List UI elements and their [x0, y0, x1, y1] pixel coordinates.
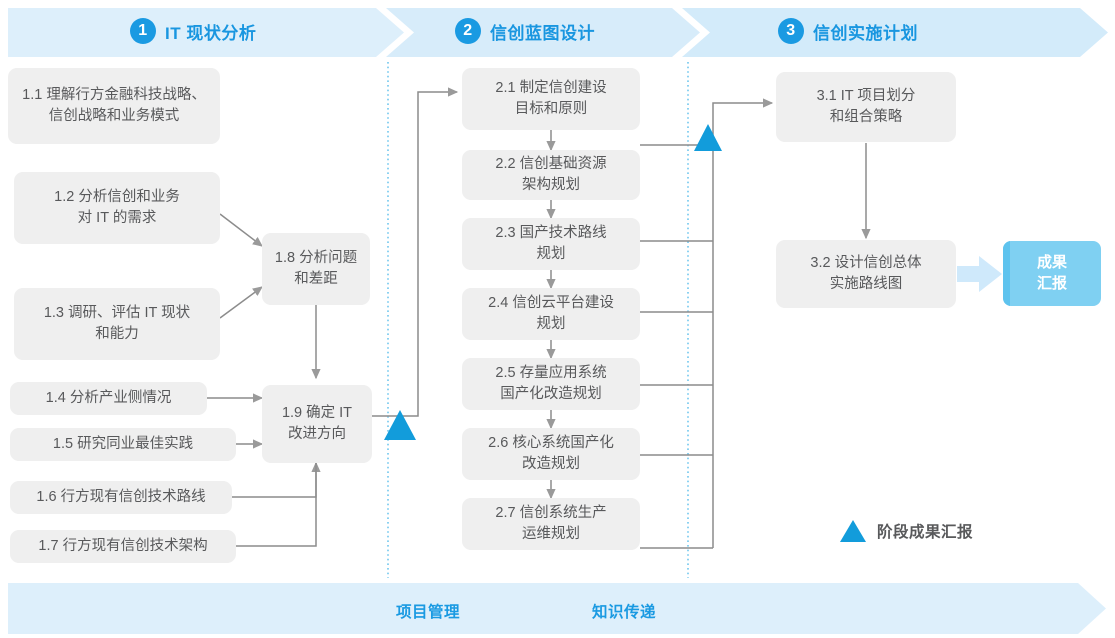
- node-2-4[interactable]: 2.4 信创云平台建设 规划: [462, 288, 640, 340]
- node-1-3[interactable]: 1.3 调研、评估 IT 现状 和能力: [14, 288, 220, 360]
- node-1-7[interactable]: 1.7 行方现有信创技术架构: [10, 530, 236, 563]
- edge-1_7-to-1_9: [236, 463, 317, 547]
- node-2-5[interactable]: 2.5 存量应用系统 国产化改造规划: [462, 358, 640, 410]
- bottom-band: [8, 583, 1106, 634]
- node-line: 架构规划: [522, 177, 580, 193]
- edge-1_6-to-1_9: [232, 461, 321, 498]
- phase-number-badge: 3: [778, 18, 804, 44]
- node-line: 1.9 确定 IT: [281, 404, 353, 421]
- node-2-3[interactable]: 2.3 国产技术路线 规划: [462, 218, 640, 270]
- phase-header-2: 2 信创蓝图设计: [455, 18, 595, 44]
- node-1-6[interactable]: 1.6 行方现有信创技术路线: [10, 481, 232, 514]
- node-line: 和差距: [294, 271, 338, 287]
- node-line: 和能力: [95, 326, 139, 342]
- band-label-knowledge-transfer: 知识传递: [592, 604, 657, 621]
- node-1-2[interactable]: 1.2 分析信创和业务 对 IT 的需求: [14, 172, 220, 244]
- node-3-2[interactable]: 3.2 设计信创总体 实施路线图: [776, 240, 956, 308]
- legend: 阶段成果汇报: [840, 520, 973, 542]
- node-line: 1.3 调研、评估 IT 现状: [43, 304, 191, 321]
- node-1-1[interactable]: 1.1 理解行方金融科技战略、 信创战略和业务模式: [8, 68, 220, 144]
- node-line: 1.8 分析问题: [274, 249, 358, 266]
- node-line: 2.4 信创云平台建设: [488, 294, 614, 311]
- node-line: 1.5 研究同业最佳实践: [52, 435, 194, 452]
- node-line: 改造规划: [522, 456, 580, 472]
- phase-title: 信创蓝图设计: [490, 23, 595, 43]
- phase-header-3: 3 信创实施计划: [778, 18, 918, 44]
- node-line: 1.7 行方现有信创技术架构: [38, 537, 208, 554]
- legend-label: 阶段成果汇报: [877, 524, 974, 541]
- node-line: 信创战略和业务模式: [48, 108, 180, 124]
- edge-1_3-to-1_8: [219, 286, 263, 319]
- node-1-4[interactable]: 1.4 分析产业侧情况: [10, 382, 207, 415]
- phase-title: IT 现状分析: [165, 23, 257, 43]
- phase-number-badge: 1: [130, 18, 156, 44]
- edge-1_2-to-1_8: [219, 213, 263, 247]
- phase-number-badge: 2: [455, 18, 481, 44]
- phase-header-1: 1 IT 现状分析: [130, 18, 256, 44]
- node-line: 3.1 IT 项目划分: [816, 87, 916, 104]
- node-line: 2.5 存量应用系统: [495, 364, 607, 381]
- result-box-edge: [1003, 241, 1010, 306]
- node-line: 3.2 设计信创总体: [810, 254, 922, 271]
- node-line: 对 IT 的需求: [77, 210, 157, 226]
- triangle-up-icon: [840, 520, 866, 542]
- edge-3_2-to-result: [957, 256, 1002, 292]
- node-line: 实施路线图: [829, 276, 903, 292]
- node-line: 目标和原则: [514, 101, 588, 117]
- node-line: 国产化改造规划: [500, 386, 602, 402]
- result-report-box[interactable]: 成果 汇报: [1003, 241, 1101, 306]
- node-line: 2.7 信创系统生产: [495, 504, 607, 521]
- milestone-triangle-phase1: [384, 410, 416, 440]
- node-line: 2.6 核心系统国产化: [488, 434, 614, 451]
- node-line: 2.1 制定信创建设: [495, 79, 607, 96]
- result-line: 成果: [1036, 254, 1067, 272]
- node-line: 运维规划: [522, 526, 580, 542]
- node-2-7[interactable]: 2.7 信创系统生产 运维规划: [462, 498, 640, 550]
- node-line: 和组合策略: [829, 109, 903, 125]
- edge-trunk-to-3_1: [712, 98, 774, 145]
- node-1-9[interactable]: 1.9 确定 IT 改进方向: [262, 385, 372, 463]
- node-line: 改进方向: [287, 426, 346, 442]
- node-1-5[interactable]: 1.5 研究同业最佳实践: [10, 428, 236, 461]
- node-line: 1.6 行方现有信创技术路线: [36, 488, 206, 505]
- milestone-triangle-phase2: [694, 124, 722, 151]
- node-line: 2.3 国产技术路线: [495, 224, 607, 241]
- result-line: 汇报: [1036, 274, 1067, 292]
- edge-1_9-to-2_1: [372, 87, 459, 417]
- node-line: 规划: [536, 316, 566, 332]
- node-line: 1.4 分析产业侧情况: [45, 389, 172, 406]
- node-3-1[interactable]: 3.1 IT 项目划分 和组合策略: [776, 72, 956, 142]
- node-2-1[interactable]: 2.1 制定信创建设 目标和原则: [462, 68, 640, 130]
- node-line: 1.2 分析信创和业务: [54, 188, 180, 205]
- phase-band-1: [8, 8, 404, 57]
- node-line: 规划: [536, 246, 566, 262]
- node-line: 2.2 信创基础资源: [495, 155, 607, 172]
- phase-title: 信创实施计划: [813, 23, 918, 43]
- node-1-8[interactable]: 1.8 分析问题 和差距: [262, 233, 370, 305]
- node-2-2[interactable]: 2.2 信创基础资源 架构规划: [462, 150, 640, 200]
- node-line: 1.1 理解行方金融科技战略、: [22, 86, 206, 103]
- band-label-project-management: 项目管理: [396, 604, 461, 621]
- node-2-6[interactable]: 2.6 核心系统国产化 改造规划: [462, 428, 640, 480]
